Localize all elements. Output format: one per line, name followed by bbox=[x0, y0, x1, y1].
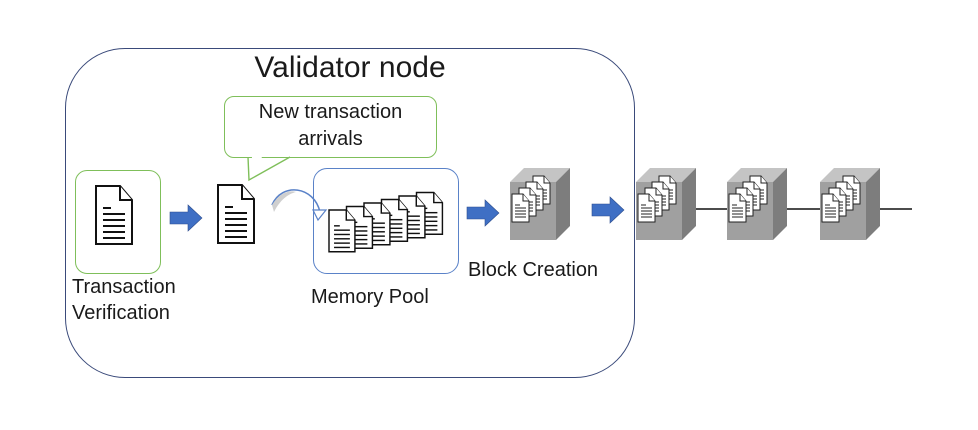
document-stack bbox=[328, 191, 444, 253]
arrow-icon bbox=[591, 196, 625, 224]
callout-line-1: New transaction bbox=[258, 101, 403, 123]
validator-node-container bbox=[65, 48, 635, 378]
validator-node-title: Validator node bbox=[254, 51, 446, 84]
block-creation-label: Block Creation bbox=[468, 259, 599, 281]
incoming-document-icon bbox=[217, 184, 255, 244]
verification-document-icon bbox=[95, 185, 133, 245]
memory-pool-box bbox=[313, 168, 459, 274]
callout-tail bbox=[247, 156, 291, 182]
arrow-icon bbox=[169, 204, 203, 232]
memory-pool-label: Memory Pool bbox=[311, 286, 429, 308]
chain-block-3-cube-icon bbox=[820, 168, 880, 240]
curved-arrow-icon bbox=[271, 189, 328, 222]
verification-label: Transaction Verification bbox=[72, 274, 176, 326]
callout-line-2: arrivals bbox=[298, 128, 363, 150]
arrow-icon bbox=[466, 199, 500, 227]
verification-label-line-1: Transaction bbox=[72, 276, 176, 298]
verification-box bbox=[75, 170, 161, 274]
pool-document-icon bbox=[328, 209, 356, 253]
chain-block-1-cube-icon bbox=[636, 168, 696, 240]
new-transaction-callout: New transaction arrivals bbox=[224, 96, 437, 158]
chain-block-2-cube-icon bbox=[727, 168, 787, 240]
verification-label-line-2: Verification bbox=[72, 302, 170, 324]
block-creation-cube-icon bbox=[510, 168, 570, 240]
